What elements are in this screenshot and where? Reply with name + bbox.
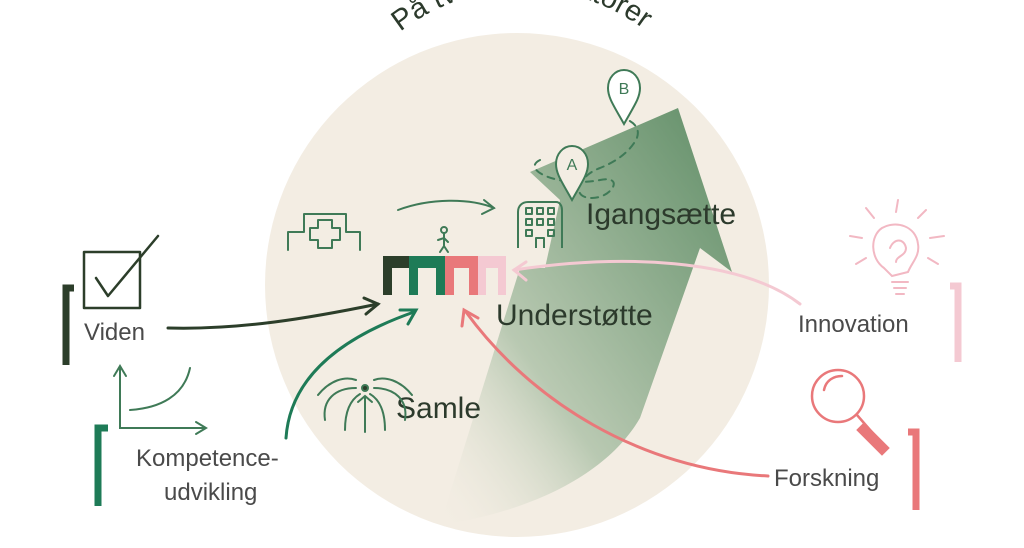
gather-icon (317, 377, 413, 433)
input-innovation: Innovation (798, 311, 909, 338)
building-icon (517, 201, 563, 248)
growth-chart-icon (113, 364, 208, 435)
kompetence-arrow (284, 308, 419, 440)
stage-samle: Samle (396, 392, 481, 425)
input-viden: Viden (84, 319, 145, 346)
stage-understoette: Understøtte (496, 299, 653, 332)
stage-igangsaette: Igangsætte (586, 198, 736, 231)
viden-bracket (62, 284, 74, 365)
transition-arrow (397, 199, 496, 215)
input-kompetence-line2: udvikling (164, 479, 257, 506)
title: På tværs af sektorer (386, 0, 659, 38)
hospital-icon (287, 213, 361, 251)
lightbulb-icon (849, 199, 945, 295)
person-icon (437, 226, 449, 253)
route-path (533, 119, 639, 200)
input-kompetence-line1: Kompetence- (136, 445, 279, 472)
growth-arrow (440, 108, 732, 525)
kompetence-bracket (94, 424, 108, 506)
pin-b-icon: B (606, 68, 642, 127)
forskning-arrow (460, 307, 770, 478)
innovation-arrow (511, 259, 802, 306)
checkbox-icon (82, 234, 160, 310)
input-forskning: Forskning (774, 465, 879, 492)
innovation-bracket (950, 282, 962, 362)
pin-a-icon: A (554, 144, 590, 203)
pin-a-label: A (567, 157, 578, 174)
magnifier-icon (810, 368, 890, 456)
steps-icon (383, 256, 506, 295)
pin-b-label: B (619, 81, 630, 98)
forskning-bracket (908, 428, 920, 510)
viden-arrow (166, 296, 381, 330)
